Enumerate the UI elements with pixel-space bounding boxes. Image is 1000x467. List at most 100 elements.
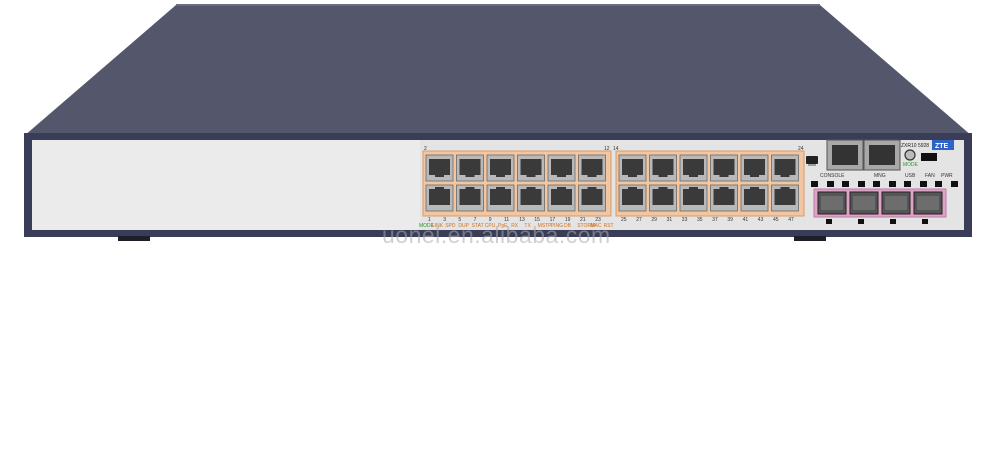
mode-indicator-label: SPD: [445, 223, 456, 229]
rj45-socket: [520, 189, 542, 205]
port-number: 11: [504, 217, 509, 223]
mode-indicator-label: RST: [604, 223, 614, 229]
rj45-socket: [551, 159, 572, 175]
rj45-latch: [587, 173, 597, 177]
port-number: 29: [651, 217, 657, 223]
usb-label: USB: [905, 173, 916, 179]
rj45-latch: [465, 187, 475, 191]
status-led: [935, 181, 942, 187]
port-number: 43: [758, 217, 764, 223]
rj45-socket: [713, 189, 735, 205]
rj45-latch: [435, 173, 444, 177]
brand-badge: [932, 140, 954, 150]
port-number: 23: [595, 217, 601, 223]
mode-indicator-label: STAT: [472, 223, 484, 229]
port-number: 5: [458, 217, 461, 223]
rj45-socket: [774, 159, 796, 175]
mode-indicator-label: STORM: [577, 223, 595, 229]
mode-indicator-label: MAC: [590, 223, 602, 229]
rj45-latch: [628, 173, 637, 177]
port-label-top-left: 2: [424, 146, 427, 152]
status-led: [951, 181, 958, 187]
rj45-latch: [780, 187, 790, 191]
rj45-socket: [520, 159, 542, 175]
fan-label: FAN: [925, 173, 935, 179]
mode-indicator-label: PING: [551, 223, 563, 229]
port-number: 17: [550, 217, 556, 223]
sfp-led: [826, 219, 832, 224]
mode-indicator-label: CPU: [485, 223, 496, 229]
sfp-cage-inner: [885, 196, 907, 210]
sfp-led: [922, 219, 928, 224]
status-leds: [811, 181, 958, 187]
sfp-cage-inner: [917, 196, 939, 210]
rj45-socket: [622, 189, 643, 205]
port-label-top-mid-b: 14: [613, 146, 619, 152]
rj45-socket: [652, 189, 674, 205]
rj45-socket: [429, 159, 450, 175]
rj45-latch: [435, 187, 444, 191]
port-number: 25: [621, 217, 627, 223]
rj45-latch: [628, 187, 637, 191]
rj45-latch: [526, 187, 536, 191]
rj45-latch: [780, 173, 790, 177]
port-number: 15: [534, 217, 540, 223]
mng-port-2[interactable]: [869, 145, 895, 165]
status-led: [920, 181, 927, 187]
rj45-socket: [622, 159, 643, 175]
mode-button[interactable]: [904, 149, 916, 161]
rj45-latch: [719, 173, 729, 177]
switch-top-cover: [24, 5, 972, 136]
rj45-socket: [490, 159, 511, 175]
status-led: [904, 181, 911, 187]
sfp-cage-inner: [853, 196, 875, 210]
status-led: [858, 181, 865, 187]
mode-indicator-label: DUP: [458, 223, 469, 229]
port-number: 1: [428, 217, 431, 223]
sfp-ports: [817, 191, 943, 215]
console-label: CONSOLE: [820, 173, 845, 179]
port-number: 21: [580, 217, 586, 223]
port-label-top-right: 24: [798, 146, 804, 152]
sfp-cage-inner: [821, 196, 843, 210]
mode-indicator-label: DB: [564, 223, 572, 229]
rj45-socket: [459, 159, 481, 175]
rj45-latch: [557, 173, 566, 177]
rj45-socket: [713, 159, 735, 175]
rj45-socket: [551, 189, 572, 205]
mode-indicator-label: PoE: [498, 223, 508, 229]
rj45-latch: [557, 187, 566, 191]
mode-indicator-label: MSTP: [538, 223, 553, 229]
rj45-latch: [587, 187, 597, 191]
mode-indicator-label: LINK: [432, 223, 444, 229]
right-foot: [794, 236, 826, 241]
rj45-socket: [744, 159, 765, 175]
sfp-leds: [826, 219, 928, 224]
port-label-top-mid-a: 12: [604, 146, 610, 152]
rj45-latch: [750, 173, 759, 177]
mode-label: MODE: [419, 223, 435, 229]
status-led: [842, 181, 849, 187]
brand-logo: ZTE: [935, 143, 949, 150]
status-led: [889, 181, 896, 187]
mng-port-1[interactable]: [832, 145, 858, 165]
console-port[interactable]: [806, 156, 818, 164]
mode-indicator-label: TX: [524, 223, 531, 229]
mode-button-label: MODE: [903, 162, 919, 168]
rj45-socket: [774, 189, 796, 205]
port-number: 33: [682, 217, 688, 223]
rj45-latch: [689, 173, 698, 177]
pwr-label: PWR: [941, 173, 953, 179]
port-number: 37: [712, 217, 718, 223]
sfp-led: [858, 219, 864, 224]
port-number: 45: [773, 217, 779, 223]
rj45-socket: [581, 159, 603, 175]
rj45-latch: [658, 173, 668, 177]
usb-slot[interactable]: [921, 153, 937, 161]
front-panel: [32, 140, 420, 230]
port-number: 35: [697, 217, 703, 223]
port-number: 31: [667, 217, 673, 223]
rj45-latch: [719, 187, 729, 191]
status-led: [827, 181, 834, 187]
